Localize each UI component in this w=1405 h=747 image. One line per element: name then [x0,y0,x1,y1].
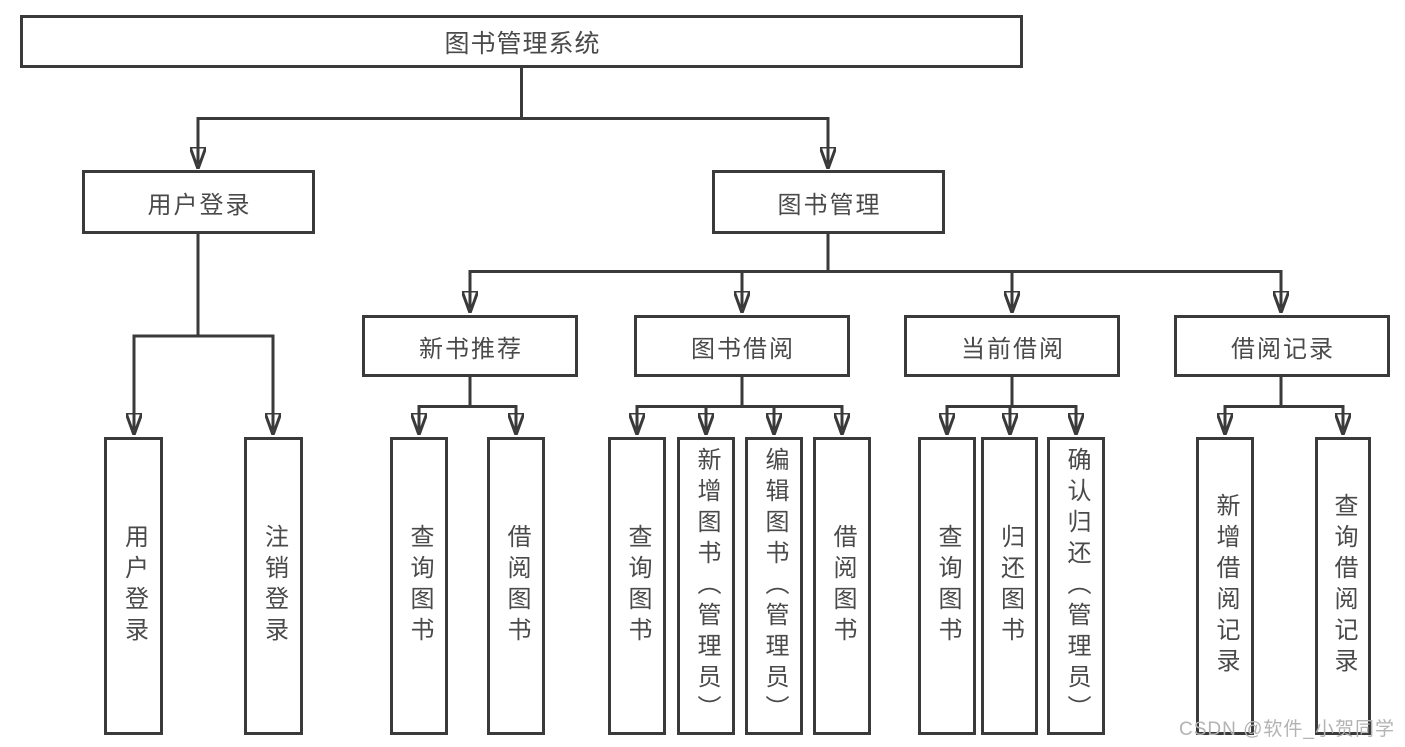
leaf-borrowing-query-book: 查询图书 [608,437,666,735]
watermark: CSDN @软件_小贺同学 [1179,719,1395,740]
leaf-recommend-query-book: 查询图书 [390,437,448,735]
leaf-borrowing-borrow-book: 借阅图书 [813,437,871,735]
leaf-current-return-book: 归还图书 [981,437,1038,735]
leaf-records-add-record: 新增借阅记录 [1196,437,1254,735]
leaf-user-login: 用户登录 [104,437,163,735]
node-current-borrowing: 当前借阅 [904,315,1120,377]
leaf-recommend-borrow-book: 借阅图书 [487,437,545,735]
leaf-current-query-book: 查询图书 [918,437,976,735]
leaf-borrowing-add-book-admin: 新增图书（管理员） [677,437,735,735]
leaf-borrowing-edit-book-admin: 编辑图书（管理员） [745,437,803,735]
leaf-current-confirm-return-admin: 确认归还（管理员） [1047,437,1105,735]
leaf-records-query-record: 查询借阅记录 [1315,437,1371,735]
node-book-borrowing: 图书借阅 [634,315,850,377]
leaf-logout: 注销登录 [244,437,303,735]
node-user-login: 用户登录 [82,170,315,234]
node-new-book-recommendation: 新书推荐 [362,315,578,377]
node-library-management-system: 图书管理系统 [20,15,1023,68]
node-borrowing-records: 借阅记录 [1174,315,1390,377]
node-book-management: 图书管理 [712,170,945,234]
